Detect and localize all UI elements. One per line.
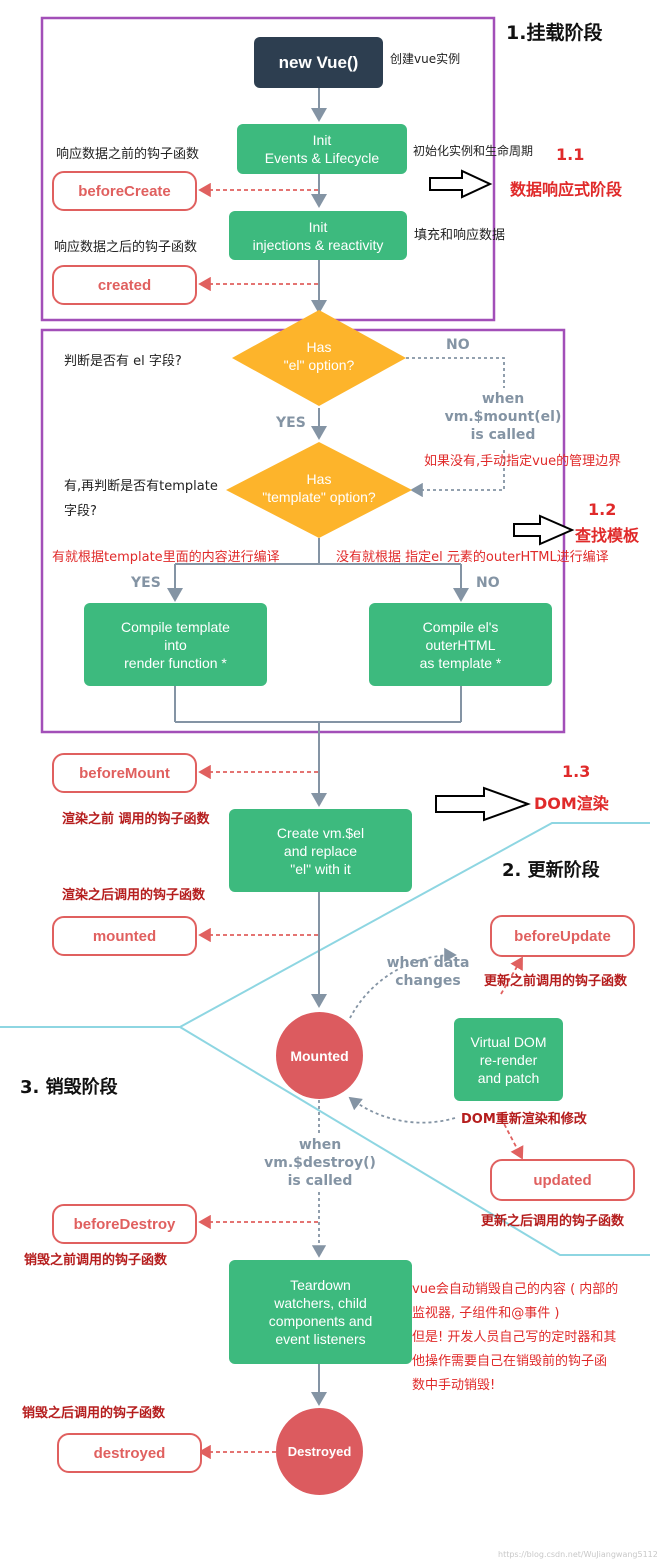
has-template-label: Has "template" option? <box>262 471 376 505</box>
arrow-1-3 <box>435 786 531 822</box>
has-el-diamond <box>232 310 406 406</box>
note-auto-destroy-5: 数中手动销毁! <box>412 1378 496 1393</box>
compile-el-box: Compile el's outerHTML as template * <box>369 603 552 686</box>
when-mount-label: when vm.$mount(el) is called <box>444 391 562 443</box>
marker-1-1-number: 1.1 <box>556 145 585 164</box>
arrow-1-1 <box>429 169 493 199</box>
destroyed-circle: Destroyed <box>276 1408 363 1495</box>
hook-before-create: beforeCreate <box>52 171 197 211</box>
note-auto-destroy-2: 监视器, 子组件和@事件 ) <box>412 1306 560 1321</box>
has-template-diamond <box>226 442 412 538</box>
marker-1-3-label: DOM渲染 <box>534 794 609 813</box>
yes-label-1: YES <box>276 415 306 431</box>
virtual-dom-box: Virtual DOM re-render and patch <box>454 1018 563 1101</box>
note-before-update: 更新之前调用的钩子函数 <box>484 974 628 989</box>
note-auto-destroy-4: 他操作需要自己在销毁前的钩子函 <box>412 1354 608 1369</box>
hook-destroyed: destroyed <box>57 1433 202 1473</box>
hook-before-mount: beforeMount <box>52 753 197 793</box>
teardown-box: Teardown watchers, child components and … <box>229 1260 412 1364</box>
note-fill-reactive: 填充和响应数据 <box>414 228 506 243</box>
no-label-2: NO <box>476 575 500 591</box>
note-after-reactive: 响应数据之后的钩子函数 <box>54 240 198 255</box>
stage-update-title: 2. 更新阶段 <box>502 860 600 881</box>
stage-destroy-title: 3. 销毁阶段 <box>20 1077 118 1098</box>
note-before-destroy: 销毁之前调用的钩子函数 <box>24 1253 168 1268</box>
note-init-lifecycle: 初始化实例和生命周期 <box>413 144 534 158</box>
note-compile-by-el: 没有就根据 指定el 元素的outerHTML进行编译 <box>336 550 609 565</box>
hook-mounted: mounted <box>52 916 197 956</box>
init-events-box: Init Events & Lifecycle <box>237 124 407 174</box>
marker-1-2-number: 1.2 <box>588 500 617 519</box>
note-check-template-2: 字段? <box>64 504 97 519</box>
watermark: https://blog.csdn.net/WuJiangwang5112 <box>498 1550 658 1559</box>
marker-1-1-label: 数据响应式阶段 <box>510 180 623 199</box>
note-before-render: 渲染之前 调用的钩子函数 <box>62 812 210 827</box>
new-vue-box: new Vue() <box>254 37 383 88</box>
mount-phase-frame <box>40 16 496 322</box>
note-after-render: 渲染之后调用的钩子函数 <box>62 888 206 903</box>
note-auto-destroy-3: 但是! 开发人员自己写的定时器和其 <box>412 1330 617 1345</box>
arrow-1-2 <box>513 514 575 546</box>
note-create-instance: 创建vue实例 <box>390 52 461 66</box>
note-after-destroy: 销毁之后调用的钩子函数 <box>22 1406 166 1421</box>
yes-label-2: YES <box>131 575 161 591</box>
hook-updated: updated <box>490 1159 635 1201</box>
mounted-circle: Mounted <box>276 1012 363 1099</box>
marker-1-2-label: 查找模板 <box>575 526 640 545</box>
no-label-1: NO <box>446 337 470 353</box>
has-el-label: Has "el" option? <box>283 339 355 373</box>
update-region-outline <box>0 822 650 1256</box>
note-auto-destroy-1: vue会自动销毁自己的内容 ( 内部的 <box>412 1282 619 1297</box>
note-before-reactive: 响应数据之前的钩子函数 <box>56 147 200 162</box>
note-compile-by-template: 有就根据template里面的内容进行编译 <box>52 550 280 565</box>
when-data-label: when data changes <box>386 955 470 989</box>
note-after-update: 更新之后调用的钩子函数 <box>481 1214 625 1229</box>
when-destroy-label: when vm.$destroy() is called <box>264 1137 376 1189</box>
note-manual-mount: 如果没有,手动指定vue的管理边界 <box>424 454 622 469</box>
stage-mount-title: 1.挂载阶段 <box>506 22 603 44</box>
hook-before-update: beforeUpdate <box>490 915 635 957</box>
hook-created: created <box>52 265 197 305</box>
note-check-el: 判断是否有 el 字段? <box>64 354 182 369</box>
compile-template-box: Compile template into render function * <box>84 603 267 686</box>
marker-1-3-number: 1.3 <box>562 762 591 781</box>
hook-before-destroy: beforeDestroy <box>52 1204 197 1244</box>
note-check-template-1: 有,再判断是否有template <box>64 479 218 494</box>
create-el-box: Create vm.$el and replace "el" with it <box>229 809 412 892</box>
init-injections-box: Init injections & reactivity <box>229 211 407 260</box>
note-dom-rerender: DOM重新渲染和修改 <box>461 1112 587 1127</box>
